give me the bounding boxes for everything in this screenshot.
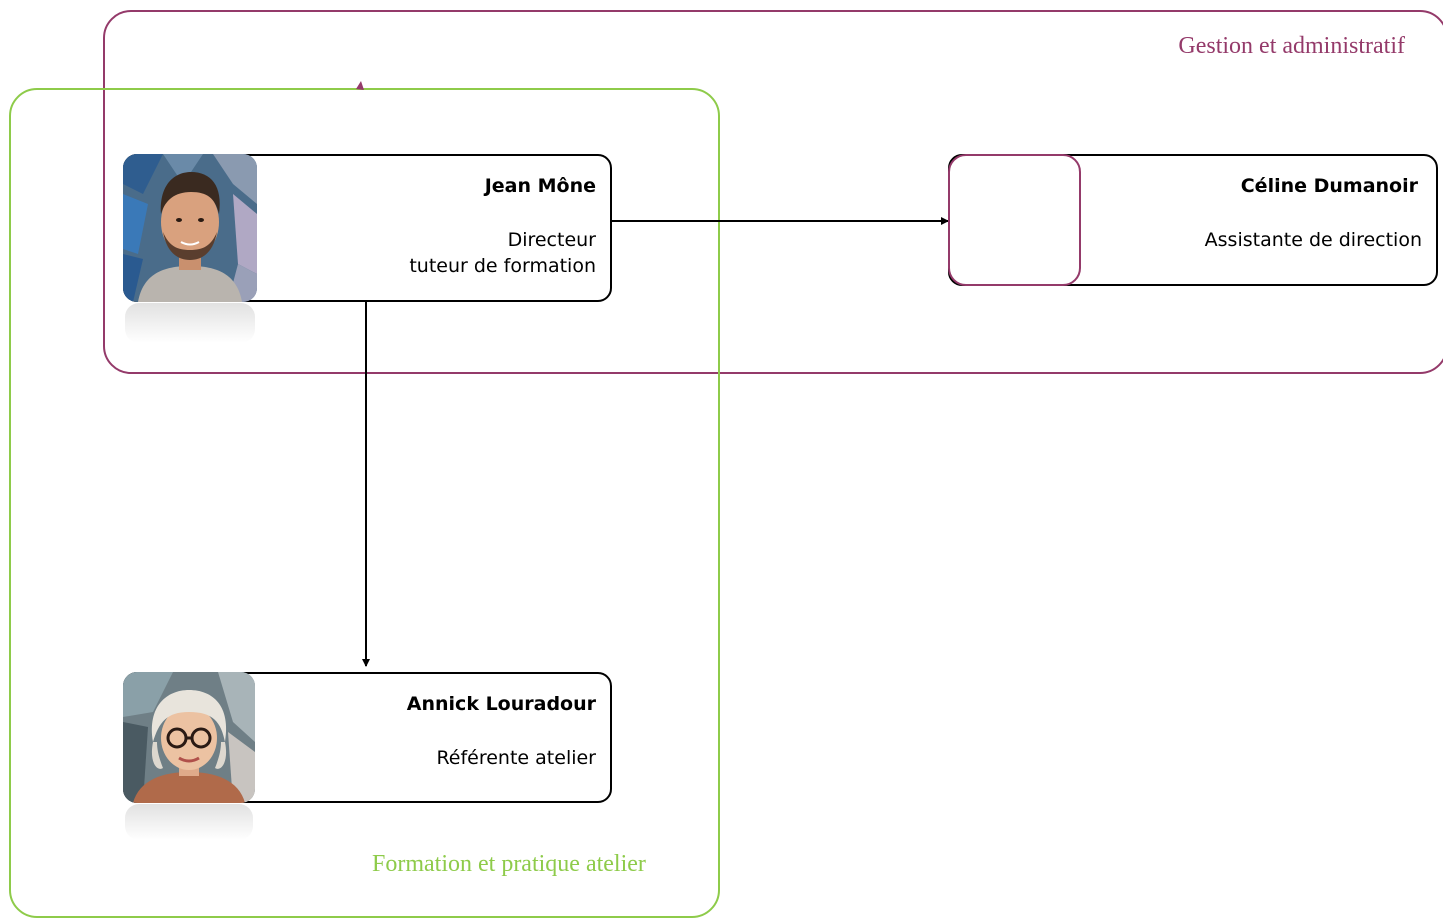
person-name: Annick Louradour — [406, 693, 596, 715]
person-name: Céline Dumanoir — [1240, 175, 1418, 197]
group-title-gestion: Gestion et administratif — [1178, 33, 1405, 59]
group-title-formation: Formation et pratique atelier — [372, 851, 646, 877]
person-role-line: tuteur de formation — [409, 255, 596, 277]
person-role-line: Directeur — [507, 229, 596, 251]
person-role: Directeur tuteur de formation — [409, 227, 596, 279]
small-arrowhead-mark — [356, 81, 364, 90]
empty-photo-placeholder[interactable] — [948, 154, 1081, 286]
photo-reflection — [125, 804, 253, 840]
person-role: Assistante de direction — [1204, 229, 1422, 251]
person-role: Référente atelier — [436, 747, 596, 769]
group-gestion-administratif — [103, 10, 1443, 374]
portrait-man-photo — [123, 154, 257, 302]
photo-reflection — [125, 303, 255, 343]
portrait-woman-photo — [123, 672, 255, 803]
person-name: Jean Mône — [484, 175, 596, 197]
